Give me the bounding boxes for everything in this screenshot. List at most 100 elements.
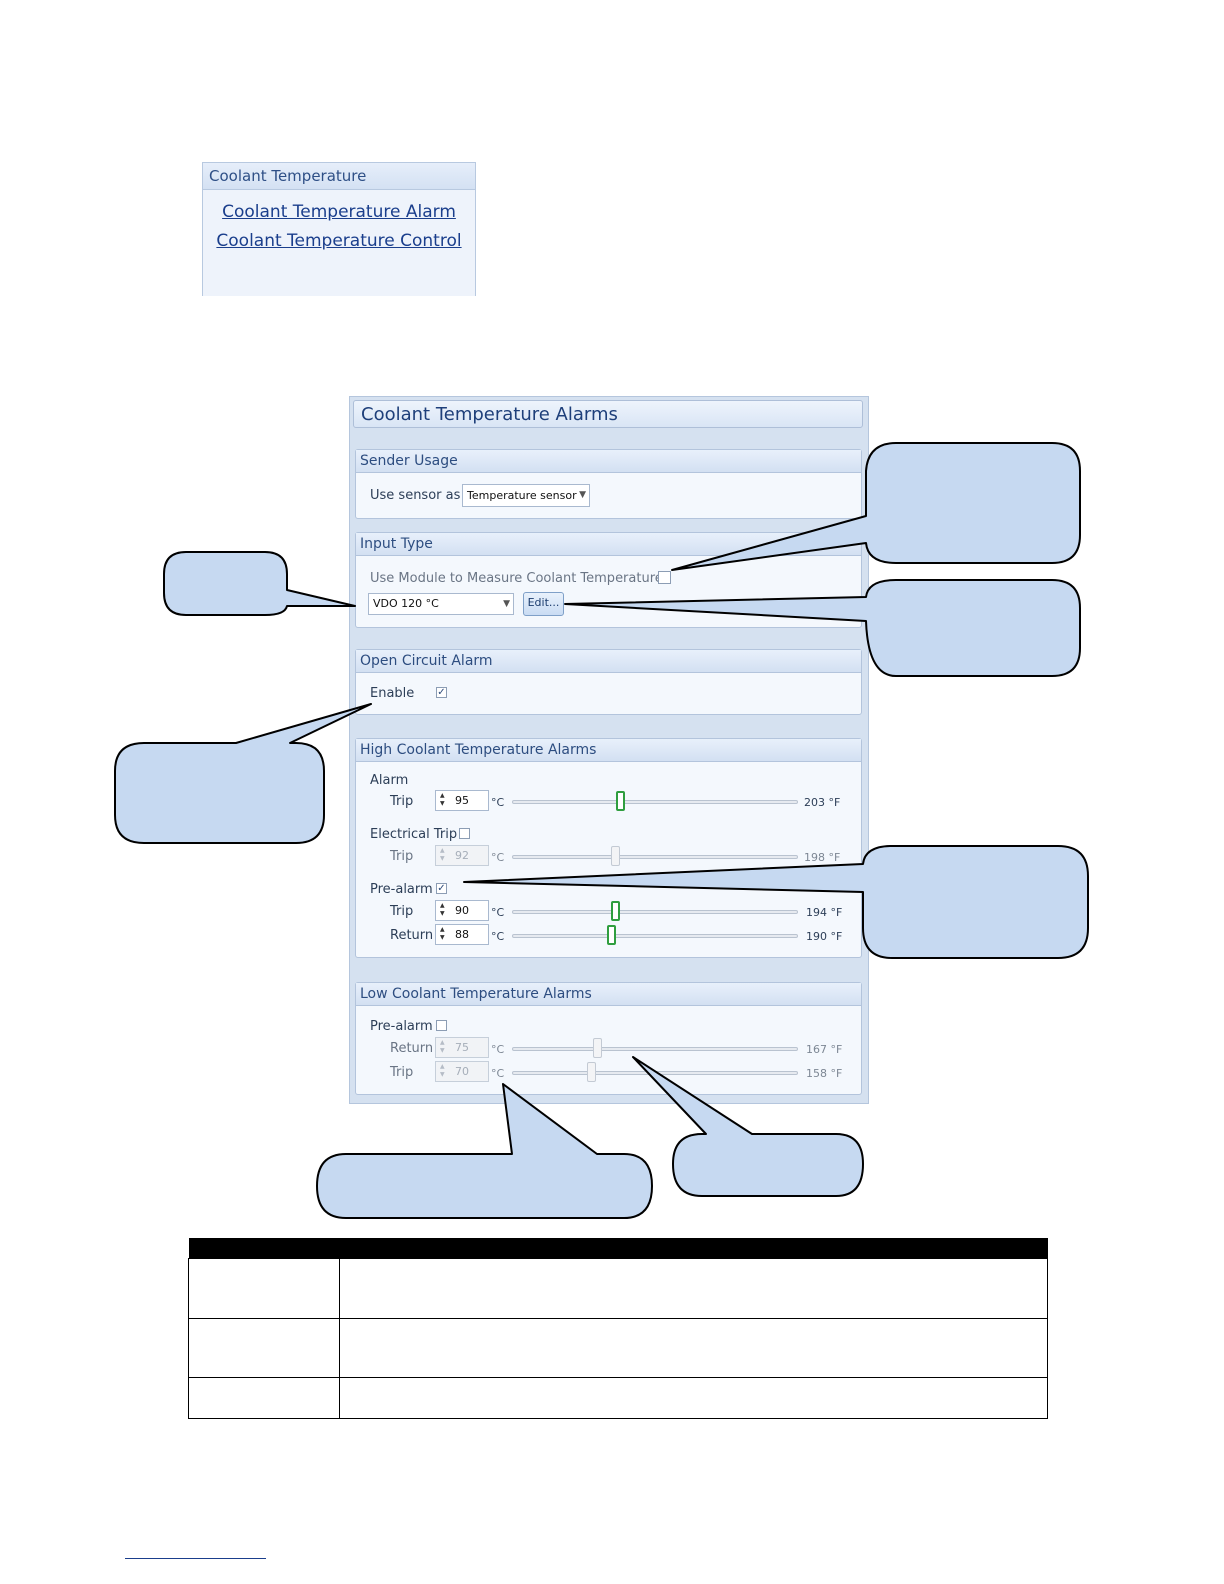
panel-title: Coolant Temperature Alarms [353, 400, 863, 428]
callout-low-spinner [316, 1083, 653, 1219]
use-sensor-select[interactable]: Temperature sensor ▼ [462, 484, 590, 507]
coolant-temperature-nav: Coolant Temperature Coolant Temperature … [202, 162, 476, 296]
low-coolant-heading: Low Coolant Temperature Alarms [356, 983, 861, 1006]
sender-type-select[interactable]: VDO 120 °C ▼ [368, 593, 514, 615]
sender-type-value: VDO 120 °C [373, 597, 439, 610]
electrical-trip-value: 92 [455, 849, 469, 862]
high-prealarm-checkbox[interactable]: ✓ [436, 883, 447, 894]
alarm-trip-fahrenheit: 203 °F [804, 796, 841, 809]
pre-return-spinner[interactable]: ▲▼ 88 [435, 924, 489, 945]
alarm-trip-unit: °C [491, 796, 505, 809]
checkmark-icon: ✓ [437, 687, 446, 698]
footnote-rule [125, 1558, 266, 1559]
low-return-slider-thumb[interactable] [593, 1038, 602, 1058]
nav-title: Coolant Temperature [203, 163, 475, 190]
use-sensor-value: Temperature sensor [467, 489, 577, 502]
low-trip-slider-thumb[interactable] [587, 1062, 596, 1082]
table-header-row [188, 1238, 1048, 1259]
coolant-temperature-control-link[interactable]: Coolant Temperature Control [216, 231, 462, 251]
low-return-unit: °C [491, 1043, 505, 1056]
alarm-label: Alarm [370, 773, 409, 788]
low-return-value: 75 [455, 1041, 469, 1054]
high-coolant-heading: High Coolant Temperature Alarms [356, 739, 861, 762]
pre-trip-spinner[interactable]: ▲▼ 90 [435, 900, 489, 921]
pre-return-label: Return [390, 928, 434, 943]
pre-trip-unit: °C [491, 906, 505, 919]
spinner-arrows-icon: ▲▼ [440, 926, 445, 941]
pre-return-fahrenheit: 190 °F [806, 930, 843, 943]
low-trip-fahrenheit: 158 °F [806, 1067, 843, 1080]
low-prealarm-checkbox[interactable] [436, 1020, 447, 1031]
alarm-trip-value: 95 [455, 794, 469, 807]
electrical-trip-spinner[interactable]: ▲▼ 92 [435, 845, 489, 866]
callout-use-module [671, 442, 1081, 571]
use-module-checkbox[interactable] [658, 571, 671, 584]
alarm-trip-slider[interactable] [512, 800, 798, 804]
alarm-trip-spinner[interactable]: ▲▼ 95 [435, 790, 489, 811]
low-return-spinner[interactable]: ▲▼ 75 [435, 1037, 489, 1058]
table-header-cell [188, 1238, 340, 1259]
spinner-arrows-icon: ▲▼ [440, 1063, 445, 1078]
electrical-trip-checkbox[interactable] [459, 828, 470, 839]
spinner-arrows-icon: ▲▼ [440, 1039, 445, 1054]
low-return-slider[interactable] [512, 1047, 798, 1051]
callout-edit-button [564, 579, 1081, 677]
pre-return-unit: °C [491, 930, 505, 943]
pre-trip-slider-thumb[interactable] [611, 901, 620, 921]
high-prealarm-label: Pre-alarm [370, 882, 433, 897]
table-cell [339, 1377, 1048, 1419]
edit-button[interactable]: Edit... [523, 592, 564, 616]
high-coolant-temperature-section: High Coolant Temperature Alarms Alarm Tr… [355, 738, 862, 958]
low-trip-value: 70 [455, 1065, 469, 1078]
low-trip-label: Trip [390, 1065, 414, 1080]
low-return-label: Return [390, 1041, 434, 1056]
open-circuit-enable-checkbox[interactable]: ✓ [436, 687, 447, 698]
electrical-trip-fahrenheit: 198 °F [804, 851, 841, 864]
electrical-trip-sub-label: Trip [390, 849, 414, 864]
callout-high-prealarm [463, 845, 1089, 959]
pre-trip-fahrenheit: 194 °F [806, 906, 843, 919]
table-header-cell [339, 1238, 1048, 1259]
spinner-arrows-icon: ▲▼ [440, 847, 445, 862]
pre-trip-slider[interactable] [512, 910, 798, 914]
electrical-trip-label: Electrical Trip [370, 827, 458, 842]
table-cell [339, 1318, 1048, 1378]
electrical-trip-slider-thumb[interactable] [611, 846, 620, 866]
open-circuit-heading: Open Circuit Alarm [356, 650, 861, 673]
sender-usage-section: Sender Usage Use sensor as Temperature s… [355, 449, 862, 519]
electrical-trip-slider[interactable] [512, 855, 798, 859]
callout-sender-type [163, 551, 356, 616]
coolant-temperature-alarm-link[interactable]: Coolant Temperature Alarm [222, 202, 456, 222]
use-module-label: Use Module to Measure Coolant Temperatur… [370, 571, 663, 586]
pre-trip-value: 90 [455, 904, 469, 917]
spinner-arrows-icon: ▲▼ [440, 902, 445, 917]
open-circuit-alarm-section: Open Circuit Alarm Enable ✓ [355, 649, 862, 715]
chevron-down-icon: ▼ [503, 599, 510, 609]
table-row [188, 1377, 1048, 1419]
low-trip-unit: °C [491, 1067, 505, 1080]
pre-trip-label: Trip [390, 904, 414, 919]
alarm-trip-label: Trip [390, 794, 414, 809]
pre-return-value: 88 [455, 928, 469, 941]
alarm-trip-slider-thumb[interactable] [616, 791, 625, 811]
low-prealarm-label: Pre-alarm [370, 1019, 433, 1034]
spinner-arrows-icon: ▲▼ [440, 792, 445, 807]
table-row [188, 1318, 1048, 1378]
use-sensor-label: Use sensor as [370, 488, 461, 503]
pre-return-slider-thumb[interactable] [607, 925, 616, 945]
checkmark-icon: ✓ [437, 883, 446, 894]
table-cell [188, 1258, 340, 1319]
input-type-heading: Input Type [356, 533, 861, 556]
table-cell [188, 1318, 340, 1378]
enable-label: Enable [370, 686, 415, 701]
description-table [188, 1238, 1048, 1419]
chevron-down-icon: ▼ [579, 490, 586, 500]
low-return-fahrenheit: 167 °F [806, 1043, 843, 1056]
callout-low-slider [632, 1056, 864, 1197]
sender-usage-heading: Sender Usage [356, 450, 861, 473]
electrical-trip-unit: °C [491, 851, 505, 864]
table-row [188, 1258, 1048, 1319]
pre-return-slider[interactable] [512, 934, 798, 938]
low-trip-spinner[interactable]: ▲▼ 70 [435, 1061, 489, 1082]
